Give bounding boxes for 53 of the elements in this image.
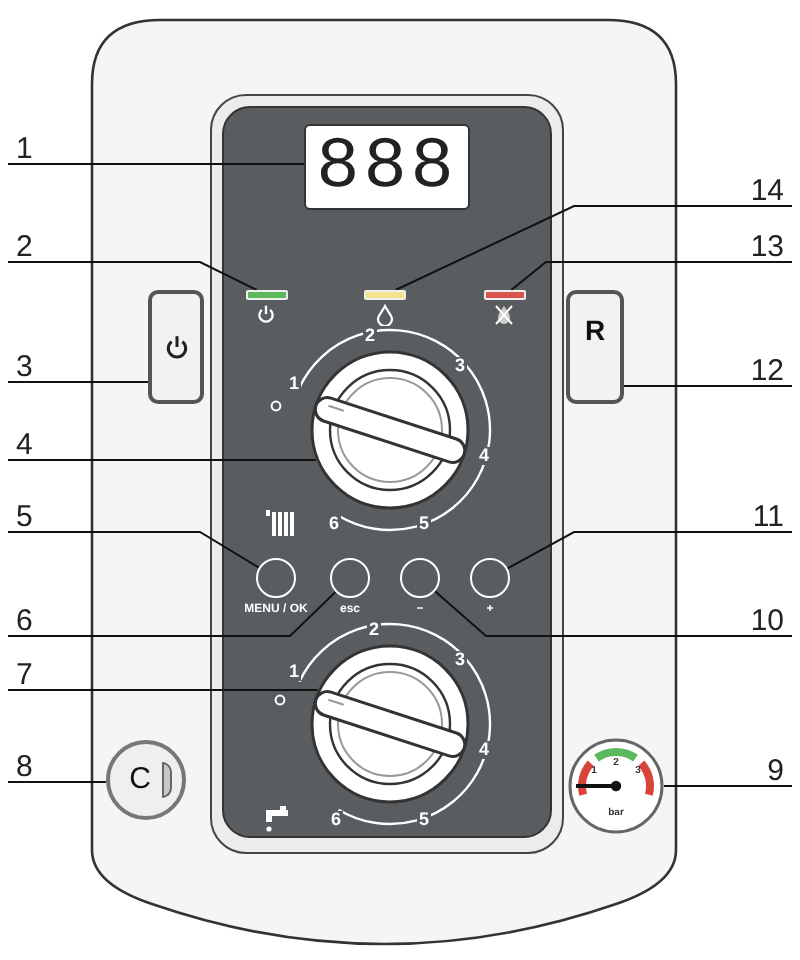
callout-number: 6 bbox=[8, 602, 56, 636]
callout-number: 14 bbox=[732, 172, 792, 206]
leader-line bbox=[7, 689, 319, 691]
leader-line bbox=[7, 531, 260, 569]
leader-line bbox=[510, 261, 793, 291]
callout-number: 2 bbox=[8, 228, 56, 262]
dial-number: 5 bbox=[417, 811, 431, 829]
power-button bbox=[148, 290, 204, 404]
leader-line bbox=[434, 590, 793, 637]
callout-number: 7 bbox=[8, 656, 56, 690]
leader-line bbox=[394, 205, 793, 291]
reset-button: R bbox=[566, 290, 624, 404]
leader-line bbox=[7, 381, 149, 383]
callout-number: 12 bbox=[732, 352, 792, 386]
callout-number: 5 bbox=[8, 498, 56, 532]
dial-number: 3 bbox=[453, 651, 467, 669]
pressure-gauge bbox=[568, 738, 664, 834]
dial-number: 2 bbox=[363, 327, 377, 345]
dial-number: 2 bbox=[367, 621, 381, 639]
control-knob bbox=[310, 644, 470, 804]
callout-number: 9 bbox=[732, 752, 792, 786]
dial-number: 6 bbox=[329, 811, 343, 829]
dial-number: 6 bbox=[327, 515, 341, 533]
callout-number: 10 bbox=[732, 602, 792, 636]
dial-number: 5 bbox=[417, 515, 431, 533]
leader-line bbox=[7, 781, 108, 783]
leader-line bbox=[663, 785, 793, 787]
leader-line bbox=[7, 261, 258, 291]
callout-number: 1 bbox=[8, 130, 56, 164]
digital-display: 888 bbox=[304, 124, 470, 210]
leader-line bbox=[623, 385, 793, 387]
callout-number: 11 bbox=[732, 498, 792, 532]
dial-number: 1 bbox=[287, 663, 301, 681]
leader-line bbox=[506, 531, 793, 570]
dial-number: 3 bbox=[453, 357, 467, 375]
dial-number: 4 bbox=[477, 741, 491, 759]
callout-number: 4 bbox=[8, 426, 56, 460]
indicator-light bbox=[246, 290, 288, 300]
round-button bbox=[470, 558, 510, 598]
callout-number: 3 bbox=[8, 348, 56, 382]
indicator-light bbox=[364, 290, 406, 300]
callout-number: 8 bbox=[8, 748, 56, 782]
leader-line bbox=[7, 590, 337, 637]
round-button bbox=[400, 558, 440, 598]
callout-number: 13 bbox=[732, 228, 792, 262]
indicator-light bbox=[484, 290, 526, 300]
round-button bbox=[256, 558, 296, 598]
dial-number: 4 bbox=[477, 447, 491, 465]
leader-line bbox=[7, 163, 305, 165]
dial-number: 1 bbox=[287, 375, 301, 393]
control-knob bbox=[310, 350, 470, 510]
round-button bbox=[330, 558, 370, 598]
leader-line bbox=[7, 459, 317, 461]
